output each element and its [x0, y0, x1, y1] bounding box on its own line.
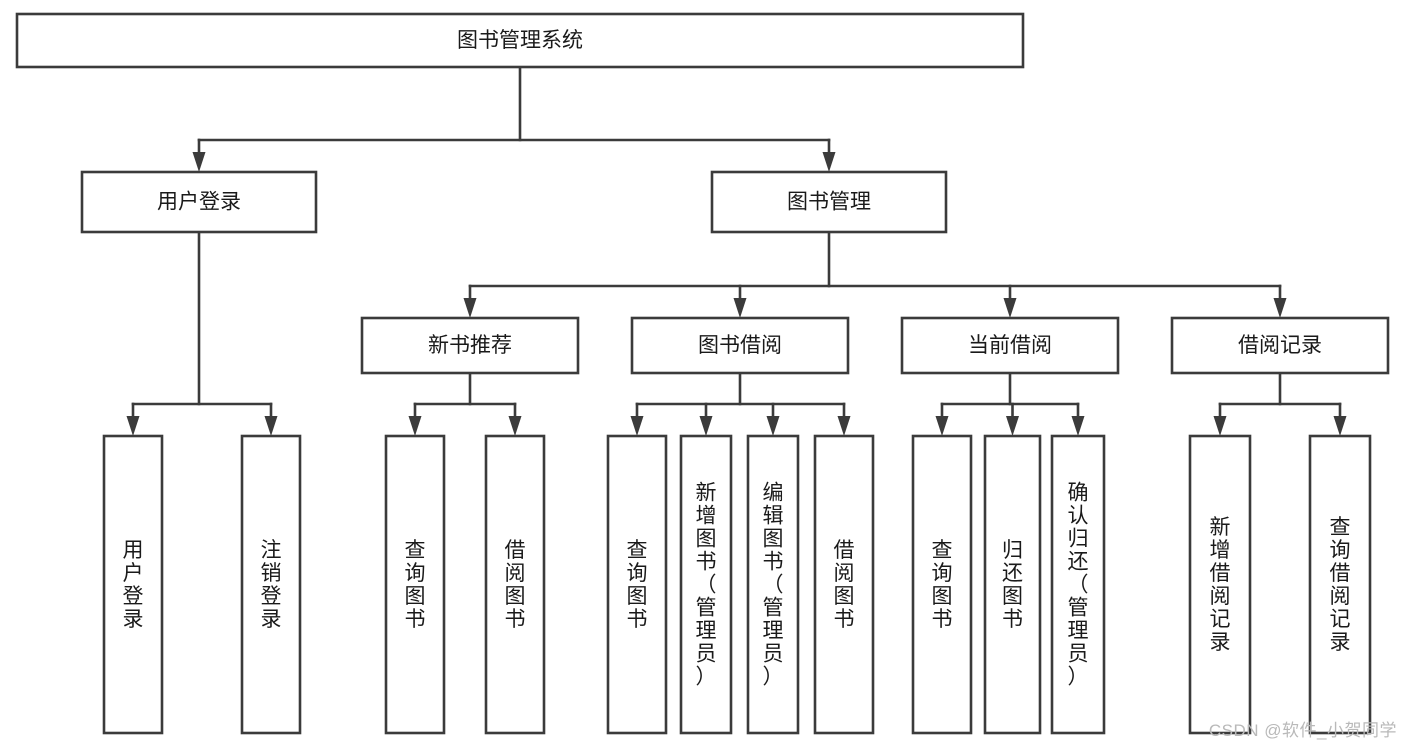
arrow-head: [733, 298, 747, 318]
node-label: 归还图书: [1002, 539, 1023, 631]
node-box: [360, 316, 580, 375]
connector-conn-borrow-record: [1213, 371, 1347, 436]
node-box: [710, 170, 948, 234]
node-new-book-rec[interactable]: 新书推荐: [360, 316, 580, 375]
node-current-borrow[interactable]: 当前借阅: [900, 316, 1120, 375]
connector-conn-user-login: [126, 230, 278, 436]
arrow-head: [192, 152, 206, 172]
node-label: 查询图书: [627, 539, 648, 631]
node-box: [102, 434, 164, 735]
arrow-head: [822, 152, 836, 172]
node-leaf-bb-borrow[interactable]: 借阅图书: [813, 434, 875, 735]
node-box: [1308, 434, 1372, 735]
arrow-head: [508, 416, 522, 436]
node-label: 查询图书: [932, 539, 953, 631]
node-book-manage[interactable]: 图书管理: [710, 170, 948, 234]
node-label: 查询借阅记录: [1330, 516, 1351, 654]
node-box: [15, 12, 1025, 69]
node-label: 图书管理: [787, 191, 871, 214]
node-box: [80, 170, 318, 234]
node-leaf-bb-add[interactable]: 新增图书（管理员）: [679, 434, 733, 735]
node-box: [746, 434, 800, 735]
node-root[interactable]: 图书管理系统: [15, 12, 1025, 69]
node-label: 用户登录: [157, 191, 241, 214]
arrow-head: [1273, 298, 1287, 318]
node-label: 借阅图书: [834, 539, 855, 631]
node-box: [606, 434, 668, 735]
arrow-head: [264, 416, 278, 436]
node-label: 新增图书（管理员）: [696, 481, 717, 688]
node-leaf-br-query[interactable]: 查询借阅记录: [1308, 434, 1372, 735]
node-leaf-logout[interactable]: 注销登录: [240, 434, 302, 735]
node-label: 注销登录: [261, 539, 282, 631]
node-label: 新书推荐: [428, 334, 512, 357]
arrow-head: [1071, 416, 1085, 436]
node-box: [240, 434, 302, 735]
node-label: 图书借阅: [698, 334, 782, 357]
arrow-head: [1006, 416, 1019, 436]
node-label: 借阅记录: [1238, 334, 1322, 357]
node-label: 编辑图书（管理员）: [763, 481, 784, 688]
arrow-head: [837, 416, 851, 436]
node-layer: 图书管理系统用户登录图书管理新书推荐图书借阅当前借阅借阅记录用户登录注销登录查询…: [15, 12, 1390, 735]
node-label: 图书管理系统: [457, 29, 583, 52]
node-leaf-rec-borrow[interactable]: 借阅图书: [484, 434, 546, 735]
arrow-head: [1333, 416, 1347, 436]
connector-conn-new-book-rec: [408, 371, 522, 436]
connector-conn-book-borrow: [630, 371, 851, 436]
node-box: [900, 316, 1120, 375]
connector-conn-root: [192, 65, 836, 172]
node-book-borrow[interactable]: 图书借阅: [630, 316, 850, 375]
connector-layer: [126, 65, 1347, 436]
arrow-head: [630, 416, 644, 436]
node-box: [813, 434, 875, 735]
node-leaf-cb-confirm[interactable]: 确认归还（管理员）: [1050, 434, 1106, 735]
arrow-head: [408, 416, 422, 436]
arrow-head: [463, 298, 477, 318]
node-leaf-bb-edit[interactable]: 编辑图书（管理员）: [746, 434, 800, 735]
node-leaf-bb-query[interactable]: 查询图书: [606, 434, 668, 735]
node-leaf-br-add[interactable]: 新增借阅记录: [1188, 434, 1252, 735]
node-label: 确认归还（管理员）: [1068, 481, 1089, 688]
node-leaf-user-login[interactable]: 用户登录: [102, 434, 164, 735]
arrow-head: [766, 416, 780, 436]
arrow-head: [126, 416, 140, 436]
node-borrow-record[interactable]: 借阅记录: [1170, 316, 1390, 375]
node-box: [983, 434, 1042, 735]
node-box: [679, 434, 733, 735]
node-leaf-rec-query[interactable]: 查询图书: [384, 434, 446, 735]
connector-conn-book-manage: [463, 230, 1287, 318]
node-leaf-cb-query[interactable]: 查询图书: [911, 434, 973, 735]
node-user-login[interactable]: 用户登录: [80, 170, 318, 234]
node-label: 当前借阅: [968, 334, 1052, 357]
arrow-head: [1213, 416, 1227, 436]
node-label: 新增借阅记录: [1210, 516, 1231, 654]
node-leaf-cb-return[interactable]: 归还图书: [983, 434, 1042, 735]
node-label: 借阅图书: [505, 539, 526, 631]
node-box: [911, 434, 973, 735]
node-box: [484, 434, 546, 735]
arrow-head: [699, 416, 713, 436]
node-box: [384, 434, 446, 735]
node-box: [1188, 434, 1252, 735]
node-box: [1170, 316, 1390, 375]
arrow-head: [935, 416, 949, 436]
node-box: [1050, 434, 1106, 735]
connector-conn-current-borrow: [935, 371, 1085, 436]
node-box: [630, 316, 850, 375]
node-label: 查询图书: [405, 539, 426, 631]
arrow-head: [1003, 298, 1017, 318]
node-label: 用户登录: [123, 539, 144, 631]
